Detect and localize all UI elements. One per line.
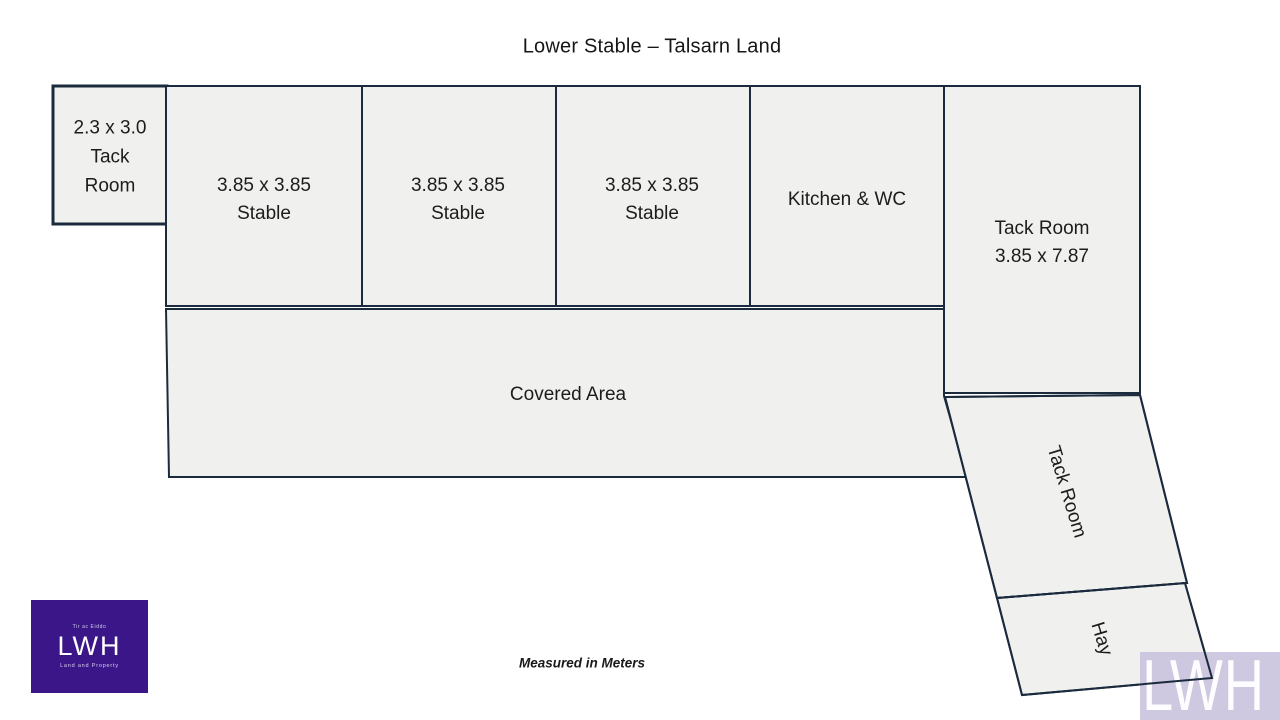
tack-room-tall-name: Tack Room — [994, 218, 1090, 239]
tack-room-small-size: 2.3 x 3.0 — [73, 117, 147, 139]
stable-3-label: 3.85 x 3.85 Stable — [605, 172, 699, 228]
stable-1-name: Stable — [237, 203, 291, 224]
watermark: LWH — [1140, 652, 1280, 720]
stable-3-name: Stable — [625, 203, 679, 224]
kitchen-wc-shape — [749, 85, 945, 307]
tack-room-tall-label: Tack Room 3.85 x 7.87 — [994, 215, 1089, 271]
logo-tagline-english: Land and Property — [60, 663, 119, 669]
tack-room-small-name-line2: Room — [84, 175, 136, 197]
stable-2-name: Stable — [431, 203, 485, 224]
logo-tagline-welsh: Tir ac Eiddo — [72, 624, 107, 630]
stable-2-size: 3.85 x 3.85 — [410, 175, 506, 196]
stable-1-size: 3.85 x 3.85 — [216, 175, 312, 196]
stable-3-shape — [555, 85, 751, 307]
tack-room-small-name-line1: Tack — [90, 146, 130, 168]
stable-2-label: 3.85 x 3.85 Stable — [411, 172, 505, 228]
page-title: Lower Stable – Talsarn Land — [522, 35, 782, 58]
tack-room-tall-shape — [943, 85, 1141, 394]
covered-area-label: Covered Area — [509, 384, 627, 405]
stable-2-shape — [361, 85, 557, 307]
watermark-initials: LWH — [1142, 652, 1265, 720]
tack-room-small-label: 2.3 x 3.0 Tack Room — [74, 114, 147, 201]
stable-1-shape — [165, 85, 363, 307]
stable-1-label: 3.85 x 3.85 Stable — [217, 172, 311, 228]
kitchen-wc-label: Kitchen & WC — [787, 189, 907, 210]
stable-3-size: 3.85 x 3.85 — [604, 175, 700, 196]
logo-initials: LWH — [57, 631, 122, 661]
measurement-note: Measured in Meters — [518, 655, 646, 671]
company-logo: Tir ac Eiddo LWH Land and Property — [31, 600, 148, 693]
tack-room-tall-size: 3.85 x 7.87 — [994, 246, 1090, 267]
